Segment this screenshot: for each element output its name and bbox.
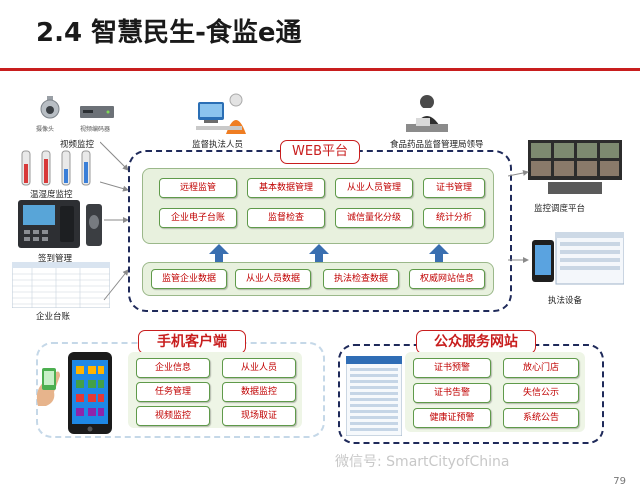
- web-function-panel: 远程监管 基本数据管理 从业人员管理 证书管理 企业电子台账 监督检查 诚信量化…: [142, 168, 494, 244]
- recorder-icon: [80, 106, 114, 118]
- video-monitor-label: 视频监控: [60, 140, 95, 150]
- up-arrow-icon: [309, 244, 329, 262]
- input-arrows: [100, 141, 129, 301]
- chip-statistics[interactable]: 统计分析: [423, 208, 485, 228]
- up-arrow-icon: [429, 244, 449, 262]
- chip-enterprise-data[interactable]: 监管企业数据: [151, 269, 227, 289]
- dispatch-label: 监控调度平台: [534, 204, 586, 214]
- mobile-function-panel: 企业信息 从业人员 任务管理 数据监控 视频监控 现场取证: [128, 352, 302, 428]
- chip-inspection-data[interactable]: 执法检查数据: [323, 269, 399, 289]
- spreadsheet-icon: [12, 262, 110, 308]
- public-function-panel: 证书预警 放心门店 证书告警 失信公示 健康证预警 系统公告: [405, 352, 585, 432]
- hand-device-icon: [36, 368, 60, 406]
- chip-basic-data[interactable]: 基本数据管理: [247, 178, 325, 198]
- chip-video-monitor[interactable]: 视频监控: [136, 406, 210, 426]
- thermometer-icon: [21, 150, 91, 186]
- attendance-terminal-icon: [18, 200, 102, 248]
- up-arrow-icon: [209, 244, 229, 262]
- chip-staff-management[interactable]: 从业人员管理: [335, 178, 413, 198]
- camera-icon: [40, 96, 60, 119]
- chip-authority-info[interactable]: 权威网站信息: [409, 269, 485, 289]
- inspector-label: 监督执法人员: [192, 140, 244, 150]
- chip-onsite-evidence[interactable]: 现场取证: [222, 406, 296, 426]
- title-divider: [0, 68, 640, 71]
- page-title: 2.4 智慧民生-食监e通: [36, 18, 302, 48]
- dispatch-platform-icon: [528, 140, 622, 194]
- chip-remote-supervision[interactable]: 远程监管: [159, 178, 237, 198]
- chip-enterprise-info[interactable]: 企业信息: [136, 358, 210, 378]
- public-service-title: 公众服务网站: [416, 330, 536, 354]
- chip-certificate-alarm[interactable]: 证书告警: [413, 383, 491, 403]
- leader-figure-icon: [406, 95, 448, 132]
- inspector-figure-icon: [196, 93, 246, 134]
- web-platform-title: WEB平台: [280, 140, 360, 164]
- smartphone-icon: [68, 352, 112, 434]
- humidity-monitor-label: 温湿度监控: [30, 190, 73, 200]
- ledger-label: 企业台账: [36, 312, 71, 322]
- chip-staff-data[interactable]: 从业人员数据: [235, 269, 311, 289]
- sign-in-label: 签到管理: [38, 254, 73, 264]
- chip-staff[interactable]: 从业人员: [222, 358, 296, 378]
- chip-data-monitor[interactable]: 数据监控: [222, 382, 296, 402]
- website-screenshot-icon: [346, 356, 402, 436]
- chip-credit-rating[interactable]: 诚信量化分级: [335, 208, 413, 228]
- chip-system-notice[interactable]: 系统公告: [503, 408, 579, 428]
- chip-enterprise-ledger[interactable]: 企业电子台账: [159, 208, 237, 228]
- chip-dishonesty-notice[interactable]: 失信公示: [503, 383, 579, 403]
- wechat-watermark: 微信号: SmartCityofChina: [335, 454, 510, 470]
- camera-label: 摄像头: [36, 126, 55, 133]
- web-data-panel: 监管企业数据 从业人员数据 执法检查数据 权威网站信息: [142, 262, 494, 296]
- leader-label: 食品药品监督管理局领导: [390, 140, 484, 150]
- recorder-label: 视频编码器: [80, 126, 111, 133]
- chip-task-management[interactable]: 任务管理: [136, 382, 210, 402]
- page-number: 79: [613, 476, 626, 487]
- chip-inspection[interactable]: 监督检查: [247, 208, 325, 228]
- law-enforcement-device-icon: [532, 232, 624, 285]
- device-label: 执法设备: [548, 296, 583, 306]
- output-arrows: [508, 170, 529, 263]
- chip-trusted-stores[interactable]: 放心门店: [503, 358, 579, 378]
- chip-certificate-management[interactable]: 证书管理: [423, 178, 485, 198]
- chip-health-cert-warning[interactable]: 健康证预警: [413, 408, 491, 428]
- chip-certificate-warning[interactable]: 证书预警: [413, 358, 491, 378]
- mobile-client-title: 手机客户端: [138, 330, 246, 354]
